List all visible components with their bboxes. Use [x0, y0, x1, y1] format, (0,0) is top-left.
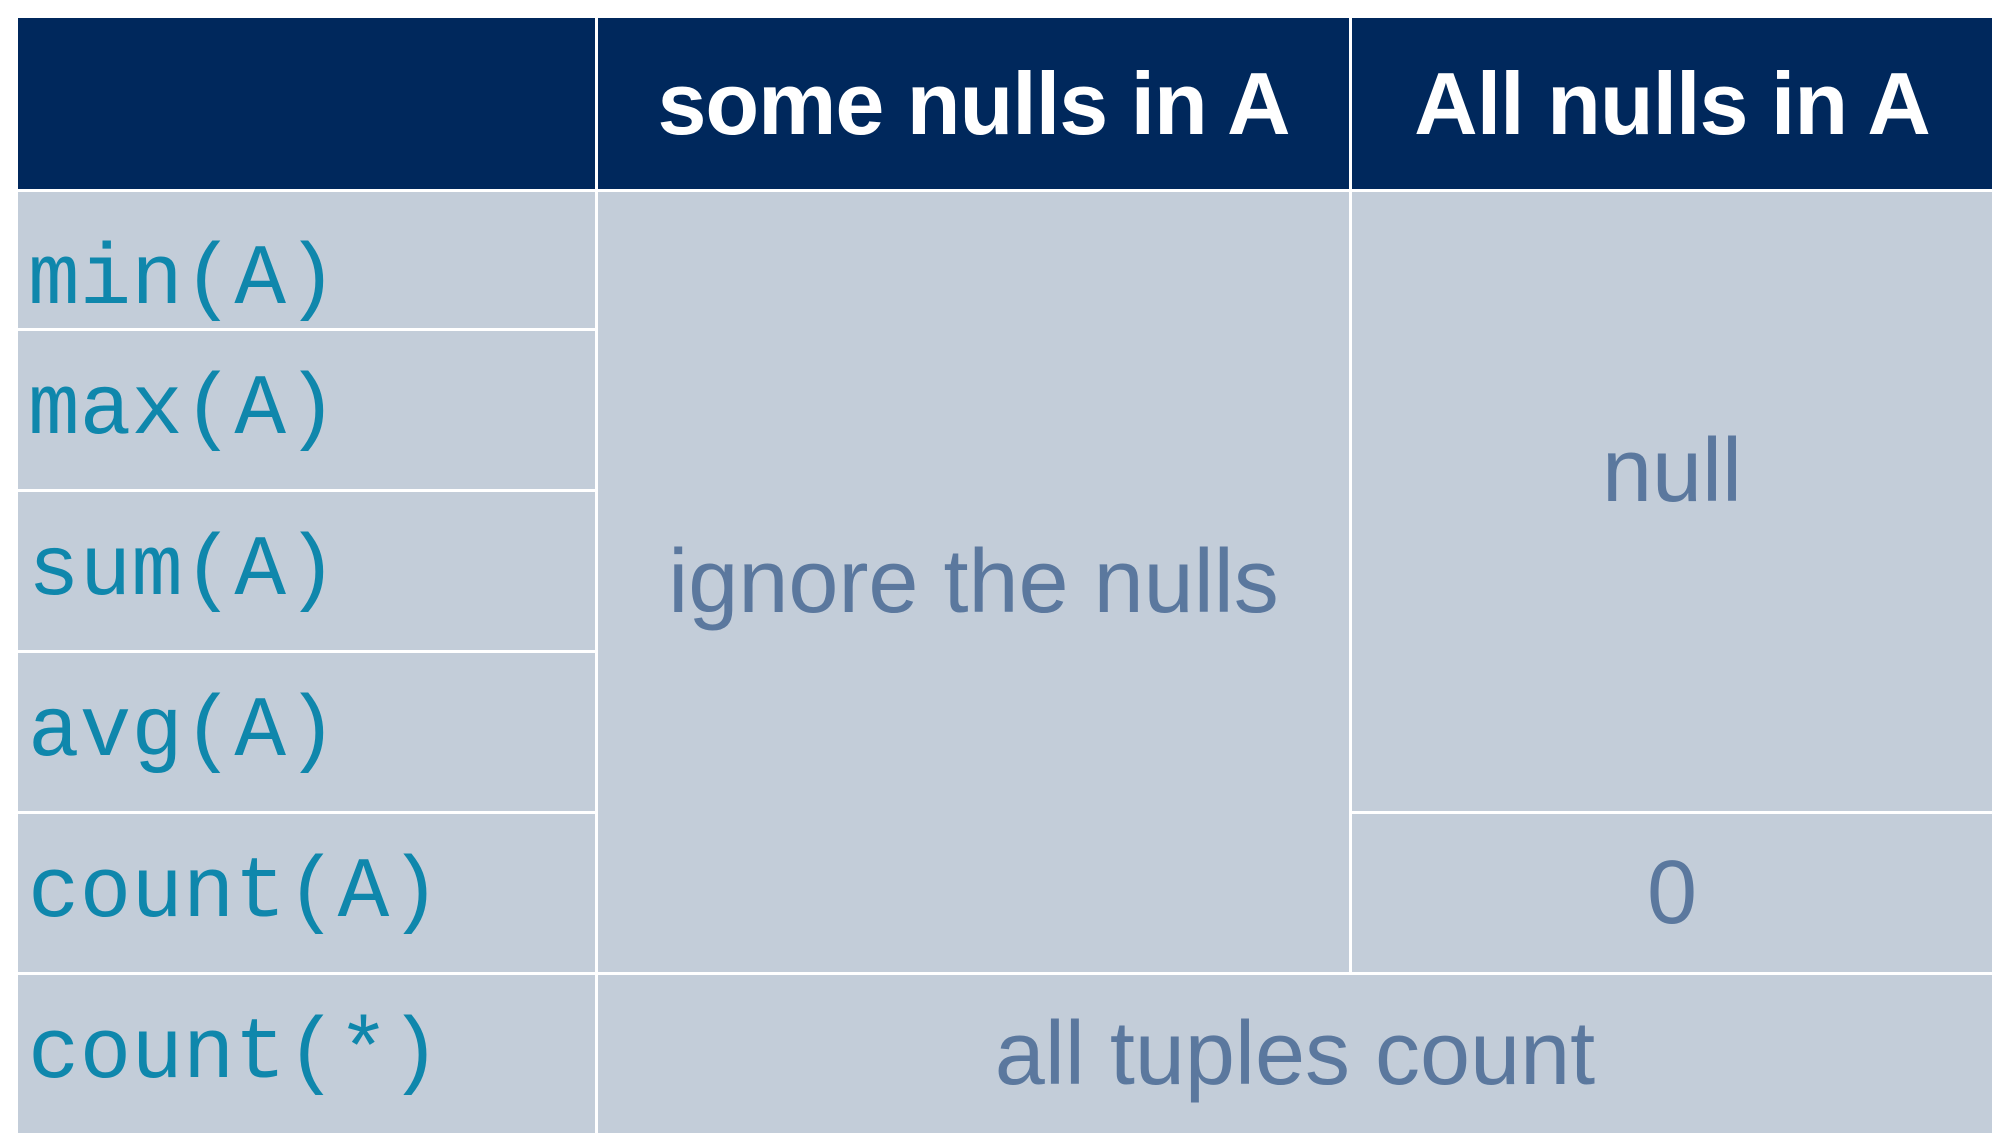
row-label-min: min(A) — [18, 192, 595, 328]
header-some-nulls: some nulls in A — [598, 18, 1349, 189]
cell-zero: 0 — [1352, 814, 1992, 972]
cell-all-tuples-count: all tuples count — [598, 975, 1992, 1133]
row-label-avg: avg(A) — [18, 653, 595, 811]
header-all-nulls: All nulls in A — [1352, 18, 1992, 189]
cell-null: null — [1352, 192, 1992, 811]
row-label-count-a: count(A) — [18, 814, 595, 972]
row-label-count-star: count(*) — [18, 975, 595, 1133]
row-label-sum: sum(A) — [18, 492, 595, 650]
header-corner-cell — [18, 18, 595, 189]
null-aggregates-table: some nulls in A All nulls in A min(A) ma… — [18, 18, 1992, 1133]
row-label-max: max(A) — [18, 331, 595, 489]
cell-ignore-the-nulls: ignore the nulls — [598, 192, 1349, 972]
